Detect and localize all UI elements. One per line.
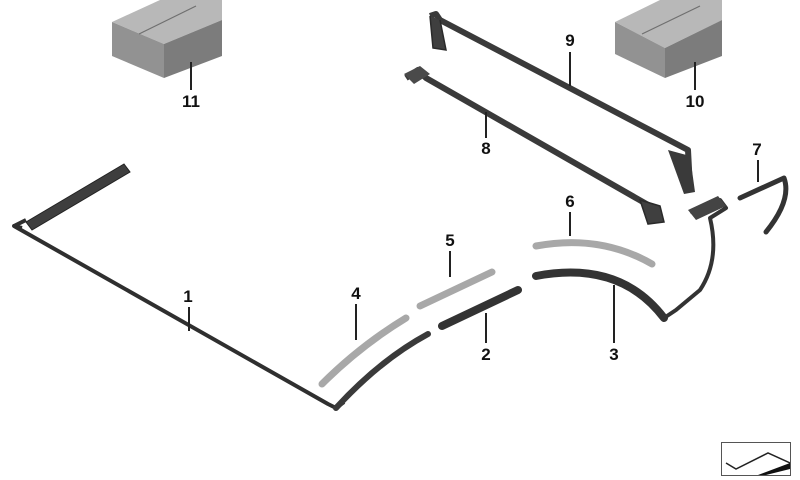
callout-3: 3 xyxy=(609,345,619,364)
strip-part-4-icon xyxy=(318,314,410,388)
seal-part-7-icon xyxy=(737,175,789,235)
rail-part-9-icon xyxy=(429,11,695,194)
leader-line-10 xyxy=(694,62,696,90)
roof-thumbnail-icon xyxy=(725,452,791,475)
leader-line-3 xyxy=(613,285,615,343)
leader-line-1 xyxy=(188,307,190,331)
leader-line-6 xyxy=(569,212,571,236)
callout-2: 2 xyxy=(481,345,491,364)
rail-part-8-icon xyxy=(404,66,665,225)
seal-lower-segment-icon xyxy=(333,331,431,411)
callout-1: 1 xyxy=(183,287,193,306)
frame-corner-icon xyxy=(662,196,728,320)
view-thumbnail[interactable] xyxy=(721,442,791,476)
seal-part-1-icon xyxy=(12,163,346,410)
leader-line-5 xyxy=(449,251,451,277)
seal-part-2-icon xyxy=(438,286,522,330)
strip-part-6-icon xyxy=(532,239,656,268)
callout-8: 8 xyxy=(481,139,491,158)
strip-part-5-icon xyxy=(416,268,496,310)
callout-6: 6 xyxy=(565,192,575,211)
callout-11: 11 xyxy=(182,92,200,111)
box-part-10-icon xyxy=(615,0,722,78)
seal-part-3-icon xyxy=(532,268,668,322)
leader-line-7 xyxy=(757,160,759,182)
callout-9: 9 xyxy=(565,31,575,50)
callout-7: 7 xyxy=(752,140,762,159)
leader-line-11 xyxy=(190,62,192,90)
callout-4: 4 xyxy=(351,284,361,303)
leader-line-4 xyxy=(355,304,357,340)
box-part-11-icon xyxy=(112,0,222,78)
leader-line-9 xyxy=(569,52,571,86)
leader-line-8 xyxy=(485,112,487,138)
callout-5: 5 xyxy=(445,231,455,250)
leader-line-2 xyxy=(485,313,487,343)
callout-10: 10 xyxy=(685,92,705,111)
